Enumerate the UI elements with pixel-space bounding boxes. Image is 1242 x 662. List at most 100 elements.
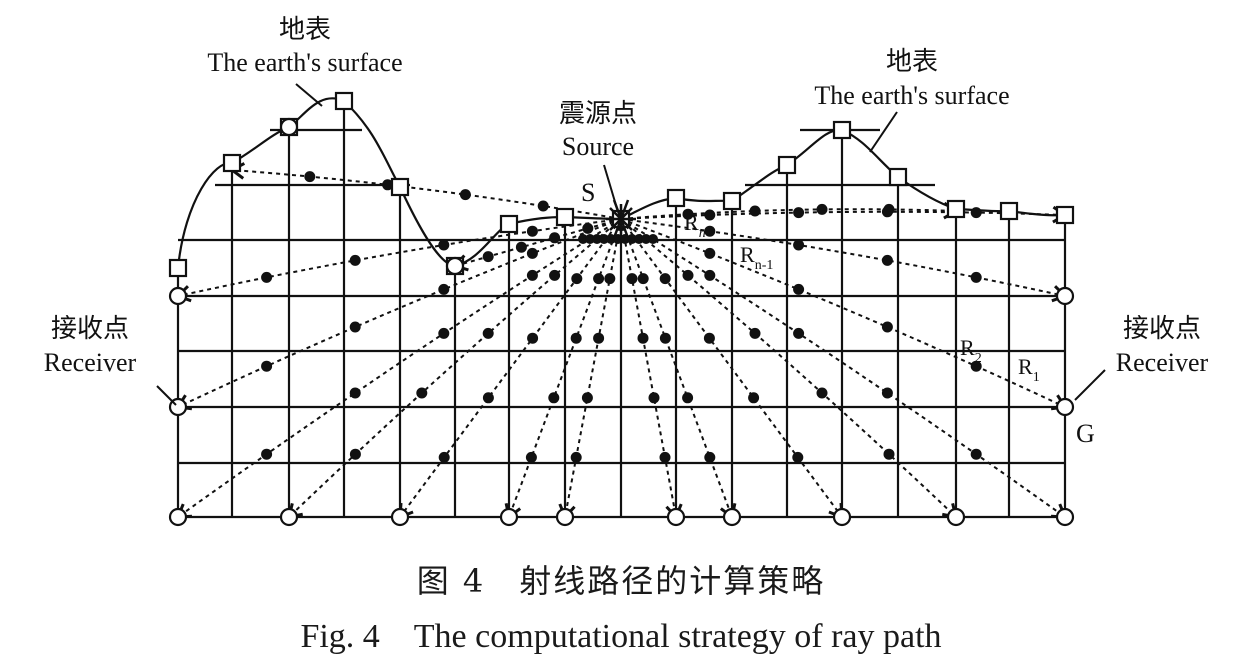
ray-grid-point	[682, 208, 694, 220]
ray-grid-point	[582, 222, 594, 234]
ray-grid-point	[438, 239, 450, 251]
ray-label-rn: Rn	[684, 210, 706, 241]
ray-label-rn1: Rn-1	[740, 242, 773, 273]
ray-grid-point	[585, 234, 595, 244]
receiver-node-circle	[555, 507, 575, 527]
ray-grid-point	[704, 225, 716, 237]
ray-paths	[177, 169, 1066, 518]
ray-grid-point	[793, 327, 805, 339]
ray-grid-point	[793, 239, 805, 251]
receiver-left-en: Receiver	[44, 348, 137, 377]
surface-node-square	[999, 201, 1019, 221]
surface-node-square	[555, 207, 575, 227]
ray-path	[620, 218, 957, 518]
leader-surface-right	[869, 111, 898, 153]
ray-grid-point	[525, 451, 537, 463]
ray-grid-point	[549, 232, 561, 244]
ray-grid-point	[970, 207, 982, 219]
ray-path	[620, 218, 733, 518]
ray-grid-point	[792, 451, 804, 463]
ray-grid-point	[881, 321, 893, 333]
ray-grid-point	[637, 332, 649, 344]
surface-node-square	[499, 214, 519, 234]
ray-grid-point	[261, 360, 273, 372]
ray-grid-point	[349, 321, 361, 333]
ray-grid-point	[599, 234, 609, 244]
ray-grid-point	[970, 448, 982, 460]
ray-grid-point	[581, 392, 593, 404]
ray-grid-point	[482, 251, 494, 263]
ray-path	[288, 218, 622, 518]
ray-grid-point	[570, 332, 582, 344]
ray-grid-point	[382, 179, 394, 191]
ray-grid-point	[438, 451, 450, 463]
ray-path	[620, 218, 677, 518]
ray-grid-point	[416, 387, 428, 399]
ray-label-r2: R2	[960, 335, 982, 366]
ray-grid-point	[634, 234, 644, 244]
ray-grid-point	[682, 269, 694, 281]
ray-grid-point	[682, 392, 694, 404]
receiver-node-circle	[279, 117, 299, 137]
ray-grid-point	[604, 273, 616, 285]
ray-grid-point	[703, 332, 715, 344]
receiver-right-en: Receiver	[1116, 348, 1209, 377]
source-label-en: Source	[562, 132, 634, 161]
ray-grid-point	[793, 207, 805, 219]
surface-node-square	[946, 199, 966, 219]
leader-lines	[156, 83, 1106, 406]
receiver-node-circle	[168, 286, 188, 306]
ray-grid-point	[261, 448, 273, 460]
surface-node-square	[334, 91, 354, 111]
ray-grid-point	[659, 273, 671, 285]
ray-grid-point	[793, 283, 805, 295]
ray-grid-point	[881, 206, 893, 218]
ray-grid-point	[571, 273, 583, 285]
receiver-right-cn: 接收点	[1123, 314, 1201, 344]
ray-path	[620, 218, 1066, 408]
surface-node-square	[222, 153, 242, 173]
ray-path	[620, 218, 843, 518]
ray-grid-point	[593, 332, 605, 344]
receiver-symbol: G	[1076, 419, 1095, 448]
receiver-node-circle	[666, 507, 686, 527]
receiver-node-circle	[1055, 286, 1075, 306]
ray-grid-point	[816, 203, 828, 215]
ray-grid-point	[749, 327, 761, 339]
receiver-node-circle	[722, 507, 742, 527]
receiver-node-circle	[832, 507, 852, 527]
ray-grid-point	[526, 247, 538, 259]
ray-grid-point	[526, 269, 538, 281]
ray-grid-point	[816, 387, 828, 399]
ray-grid-point	[459, 189, 471, 201]
ray-grid-point	[704, 451, 716, 463]
ray-grid-point	[593, 273, 605, 285]
ray-grid-point	[349, 387, 361, 399]
ray-grid-point	[527, 332, 539, 344]
receiver-node-circle	[445, 256, 465, 276]
ray-grid-point	[482, 327, 494, 339]
surface-left-cn: 地表	[279, 15, 331, 45]
ray-grid-point	[626, 273, 638, 285]
ray-grid-point	[526, 225, 538, 237]
ray-grid-point	[438, 327, 450, 339]
ray-grid-point	[578, 234, 588, 244]
leader-receiver-left	[156, 385, 177, 406]
ray-grid-intersection-points	[261, 171, 982, 463]
surface-node-square	[1055, 205, 1075, 225]
ray-path	[508, 218, 622, 518]
ray-path	[177, 218, 622, 297]
source-label-cn: 震源点	[559, 99, 637, 129]
surface-node-square	[390, 177, 410, 197]
surface-node-square	[888, 167, 908, 187]
receiver-node-circle	[946, 507, 966, 527]
ray-grid-point	[648, 392, 660, 404]
ray-grid-point	[748, 392, 760, 404]
grid-lines	[176, 101, 1067, 519]
receiver-node-circle	[390, 507, 410, 527]
ray-grid-point	[881, 254, 893, 266]
source-symbol: S	[581, 178, 595, 207]
ray-grid-point	[482, 392, 494, 404]
surface-node-square	[666, 188, 686, 208]
receiver-node-circle	[1055, 397, 1075, 417]
